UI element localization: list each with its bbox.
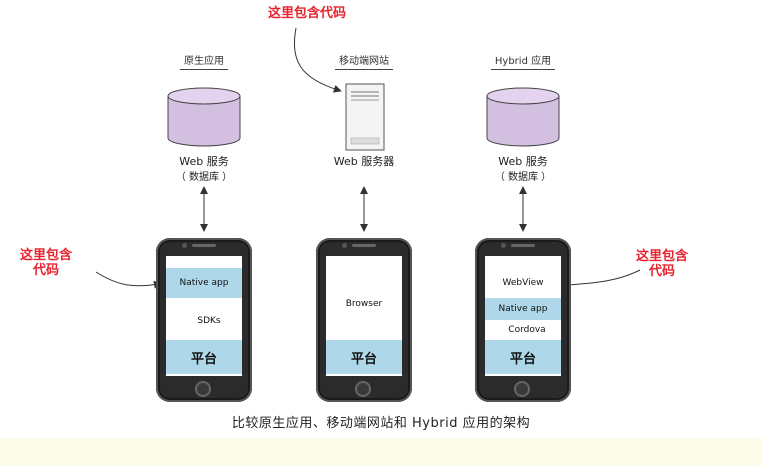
service-label-mobile-web: Web 服务器	[334, 154, 394, 170]
speaker-icon	[352, 244, 376, 247]
home-button-icon	[355, 381, 371, 397]
phone-screen-mobile-web: Browser 平台	[326, 256, 402, 376]
browser-block: Browser	[345, 299, 383, 309]
camera-icon	[501, 243, 506, 248]
right-callout-line1: 这里包含	[636, 249, 689, 264]
phone-screen-native: Native app SDKs 平台	[166, 256, 242, 376]
phone-mobile-web: Browser 平台	[316, 238, 412, 402]
native-app-block: Native app	[166, 268, 242, 298]
bottom-band	[0, 438, 762, 466]
right-callout: 这里包含 代码	[636, 249, 688, 279]
native-app-block-hybrid: Native app	[485, 298, 561, 320]
home-button-icon	[514, 381, 530, 397]
server-icon	[345, 83, 385, 151]
column-title-mobile-web: 移动端网站	[335, 52, 393, 70]
camera-icon	[342, 243, 347, 248]
platform-block-hybrid: 平台	[485, 340, 561, 374]
column-title-hybrid: Hybrid 应用	[490, 52, 556, 70]
left-callout-line2: 代码	[33, 263, 60, 278]
top-callout-arrow	[293, 27, 342, 93]
platform-block-native: 平台	[166, 340, 242, 374]
column-title-native: 原生应用	[180, 52, 228, 70]
webview-block: WebView	[502, 278, 544, 288]
service-label-native-line1: Web 服务	[179, 155, 229, 168]
service-label-native-line2: （ 数据库 ）	[175, 172, 233, 183]
left-callout-arrow	[95, 271, 162, 289]
service-label-hybrid-line1: Web 服务	[498, 155, 548, 168]
right-callout-line2: 代码	[649, 264, 676, 279]
cordova-block: Cordova	[508, 325, 546, 335]
camera-icon	[182, 243, 187, 248]
service-label-native: Web 服务 （ 数据库 ）	[176, 154, 232, 186]
figure-caption: 比较原生应用、移动端网站和 Hybrid 应用的架构	[231, 416, 531, 431]
phone-screen-hybrid: WebView Native app Cordova 平台	[485, 256, 561, 376]
platform-block-mobile-web: 平台	[326, 340, 402, 374]
service-label-mobile-web-line1: Web 服务器	[333, 155, 395, 168]
database-icon-hybrid	[486, 87, 560, 147]
service-label-hybrid-line2: （ 数据库 ）	[494, 172, 552, 183]
home-button-icon	[195, 381, 211, 397]
speaker-icon	[511, 244, 535, 247]
phone-hybrid: WebView Native app Cordova 平台	[475, 238, 571, 402]
phone-native: Native app SDKs 平台	[156, 238, 252, 402]
service-label-hybrid: Web 服务 （ 数据库 ）	[495, 154, 551, 186]
sdks-block: SDKs	[197, 316, 221, 326]
top-callout: 这里包含代码	[268, 6, 347, 21]
left-callout-line1: 这里包含	[20, 248, 73, 263]
database-icon-native	[167, 87, 241, 147]
left-callout: 这里包含 代码	[20, 248, 72, 278]
speaker-icon	[192, 244, 216, 247]
right-callout-arrow	[562, 269, 641, 289]
